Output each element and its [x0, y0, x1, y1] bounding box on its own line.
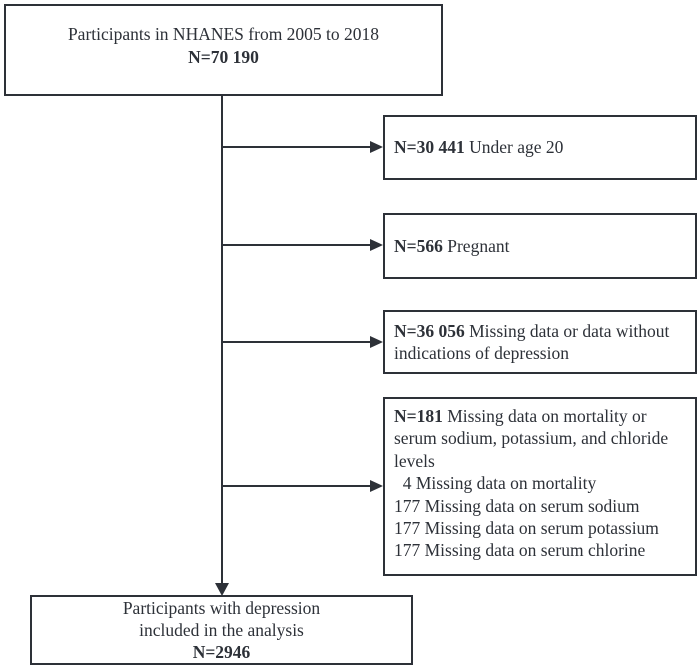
right-arrowhead-missing-depression — [370, 336, 383, 348]
exclusion-reason: Under age 20 — [464, 137, 564, 158]
down-arrowhead — [215, 583, 229, 596]
exclusion-n: N=181 — [394, 406, 443, 426]
branch-line-missing-mortality-labs — [221, 485, 371, 487]
exclusion-reason: Missing data on mortality or serum sodiu… — [394, 406, 673, 471]
branch-line-missing-depression — [221, 341, 371, 343]
initial-cohort-description: Participants in NHANES from 2005 to 2018 — [67, 24, 380, 44]
final-cohort-box: Participants with depression included in… — [30, 595, 413, 665]
final-cohort-description-line2: included in the analysis — [139, 620, 304, 640]
final-cohort-n: N=2946 — [192, 642, 251, 662]
exclusion-box-under-age: N=30 441 Under age 20 — [383, 115, 697, 180]
right-arrowhead-missing-mortality-labs — [370, 480, 383, 492]
exclusion-detail-sodium: 177 Missing data on serum sodium — [394, 495, 640, 516]
right-arrowhead-pregnant — [370, 239, 383, 251]
initial-cohort-box: Participants in NHANES from 2005 to 2018… — [4, 4, 443, 96]
branch-line-under-age — [221, 146, 371, 148]
exclusion-text: N=566 Pregnant — [394, 235, 689, 257]
exclusion-box-pregnant: N=566 Pregnant — [383, 213, 697, 279]
exclusion-reason: Missing data or data without indications… — [394, 320, 674, 363]
exclusion-reason: Pregnant — [442, 235, 510, 256]
exclusion-n: N=30 441 — [394, 137, 465, 158]
initial-cohort-n: N=70 190 — [188, 47, 259, 67]
exclusion-text: N=30 441 Under age 20 — [394, 136, 689, 158]
exclusion-detail-chlorine: 177 Missing data on serum chlorine — [394, 540, 646, 561]
exclusion-text: N=36 056 Missing data or data without in… — [394, 320, 689, 365]
exclusion-n: N=36 056 — [394, 320, 465, 341]
exclusion-box-missing-mortality-labs: N=181 Missing data on mortality or serum… — [383, 397, 697, 576]
exclusion-detail-mortality: 4 Missing data on mortality — [394, 473, 597, 494]
main-flow-line — [221, 96, 223, 583]
exclusion-text: N=181 Missing data on mortality or serum… — [394, 405, 689, 472]
right-arrowhead-under-age — [370, 141, 383, 153]
exclusion-box-missing-depression: N=36 056 Missing data or data without in… — [383, 310, 697, 374]
final-cohort-description-line1: Participants with depression — [122, 598, 321, 618]
exclusion-n: N=566 — [394, 235, 443, 256]
exclusion-detail-potassium: 177 Missing data on serum potassium — [394, 518, 659, 539]
branch-line-pregnant — [221, 244, 371, 246]
